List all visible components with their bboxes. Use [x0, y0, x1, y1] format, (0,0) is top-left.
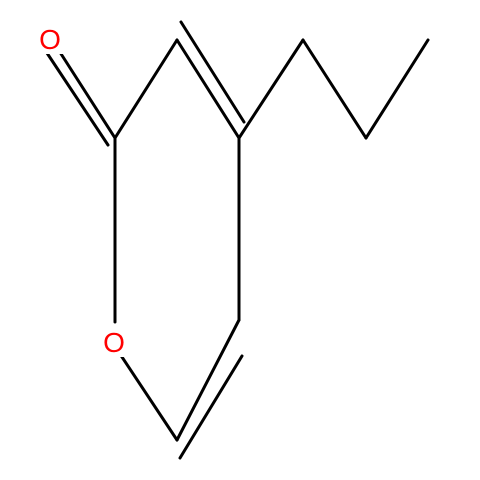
bond-propyl-1 — [237, 38, 305, 140]
bond-carbonyl-c-o-outer — [54, 44, 117, 140]
bond-propyl-3 — [364, 38, 430, 140]
carbonyl-oxygen-label: O — [39, 24, 61, 55]
bond-c3-c4-main — [175, 38, 241, 140]
bond-propyl-2 — [301, 38, 368, 140]
ring-oxygen-label: O — [103, 327, 125, 358]
bond-c6-o-ring — [118, 352, 179, 442]
ring-oxygen-mask — [100, 327, 130, 357]
bond-carbonyl-c-o-inner — [43, 48, 110, 147]
carbonyl-oxygen-mask — [36, 24, 66, 54]
bond-c2-c3 — [113, 38, 179, 140]
bond-c3-c4-double — [179, 20, 246, 124]
bond-c5-c6-double — [178, 354, 244, 460]
bond-c5-c6-main — [175, 318, 241, 442]
